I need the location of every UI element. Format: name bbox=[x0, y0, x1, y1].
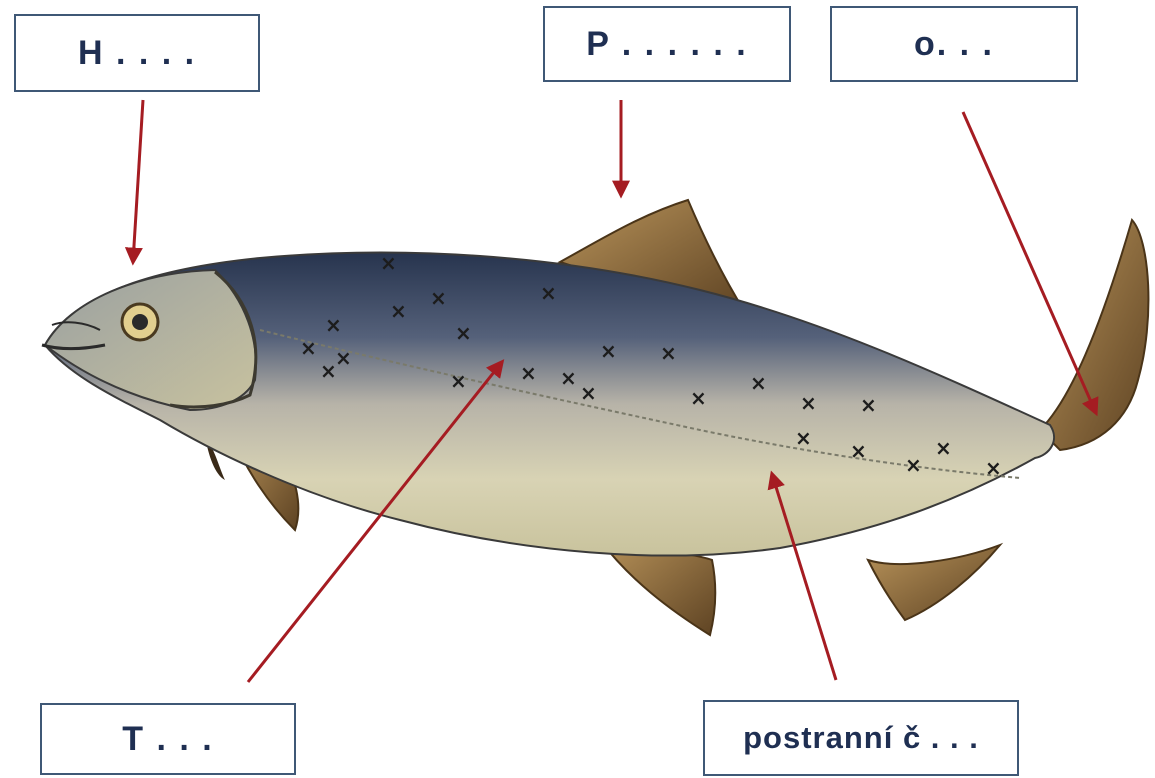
label-tail-fin-text: o. . . bbox=[914, 25, 994, 64]
fish-head bbox=[45, 270, 256, 410]
svg-text:×: × bbox=[985, 456, 1002, 480]
svg-text:×: × bbox=[430, 286, 447, 310]
svg-text:×: × bbox=[690, 386, 707, 410]
svg-text:×: × bbox=[325, 313, 342, 337]
svg-text:×: × bbox=[380, 251, 397, 275]
svg-text:×: × bbox=[540, 281, 557, 305]
svg-text:×: × bbox=[320, 359, 337, 383]
svg-text:×: × bbox=[560, 366, 577, 390]
tail-fin-shape bbox=[1040, 220, 1148, 450]
label-body-text: T . . . bbox=[122, 720, 213, 759]
label-dorsal-fin-text: P . . . . . . bbox=[586, 25, 747, 64]
svg-text:×: × bbox=[300, 336, 317, 360]
svg-text:×: × bbox=[580, 381, 597, 405]
svg-text:×: × bbox=[800, 391, 817, 415]
svg-text:×: × bbox=[860, 393, 877, 417]
svg-text:×: × bbox=[455, 321, 472, 345]
anal-fin-shape bbox=[868, 545, 1000, 620]
svg-text:×: × bbox=[935, 436, 952, 460]
svg-text:×: × bbox=[660, 341, 677, 365]
svg-text:×: × bbox=[600, 339, 617, 363]
label-lateral-line-text: postranní č . . . bbox=[743, 720, 979, 756]
svg-text:×: × bbox=[850, 439, 867, 463]
svg-text:×: × bbox=[390, 299, 407, 323]
svg-text:×: × bbox=[520, 361, 537, 385]
svg-text:×: × bbox=[795, 426, 812, 450]
label-head: H . . . . bbox=[14, 14, 260, 92]
label-lateral-line: postranní č . . . bbox=[703, 700, 1019, 776]
svg-text:×: × bbox=[335, 346, 352, 370]
svg-text:×: × bbox=[750, 371, 767, 395]
svg-text:×: × bbox=[905, 453, 922, 477]
label-dorsal-fin: P . . . . . . bbox=[543, 6, 791, 82]
arrow-tail-fin bbox=[963, 112, 1096, 413]
svg-text:×: × bbox=[450, 369, 467, 393]
salmon-illustration: ××× ××× ××× ××× ××× ××× ××× ××× bbox=[42, 200, 1148, 635]
label-body: T . . . bbox=[40, 703, 296, 775]
label-head-text: H . . . . bbox=[78, 34, 196, 73]
label-tail-fin: o. . . bbox=[830, 6, 1078, 82]
arrow-head bbox=[133, 100, 143, 262]
